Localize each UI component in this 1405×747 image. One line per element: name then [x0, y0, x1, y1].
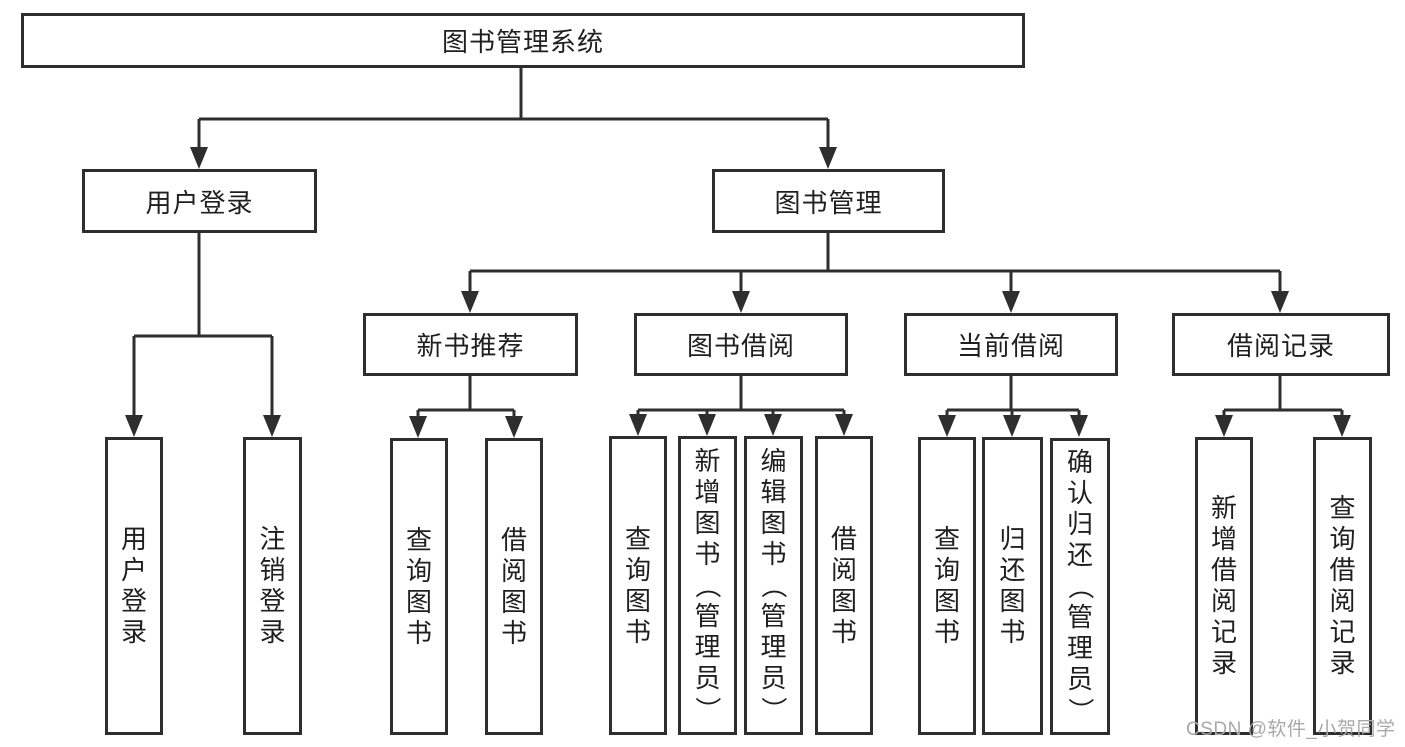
node-book-management: 图书管理	[712, 169, 945, 233]
node-book-borrowing: 图书借阅	[634, 313, 848, 376]
leaf-bb-query-books: 查询图书	[609, 436, 667, 735]
leaf-user-login-label: 用户登录	[120, 524, 147, 647]
node-user-login: 用户登录	[82, 169, 317, 233]
node-borrow-records: 借阅记录	[1172, 313, 1390, 376]
node-book-borrowing-label: 图书借阅	[686, 331, 795, 361]
leaf-cb-query-books: 查询图书	[918, 437, 976, 735]
node-user-login-label: 用户登录	[145, 187, 254, 218]
leaf-logout-login-label: 注销登录	[259, 524, 286, 647]
leaf-bb-add-books-admin-label: 新增图书（管理员）	[692, 446, 723, 723]
csdn-watermark: CSDN @软件_小贺同学	[1186, 719, 1396, 740]
leaf-cb-return-books: 归还图书	[982, 437, 1043, 735]
leaf-bb-borrow-books: 借阅图书	[815, 436, 873, 735]
node-root-label: 图书管理系统	[441, 27, 604, 57]
leaf-bb-add-books-admin: 新增图书（管理员）	[678, 436, 737, 735]
leaf-br-add-borrow-record-label: 新增借阅记录	[1210, 493, 1237, 678]
leaf-br-query-borrow-record: 查询借阅记录	[1313, 437, 1372, 735]
node-borrow-records-label: 借阅记录	[1226, 331, 1335, 361]
node-root-system: 图书管理系统	[21, 13, 1025, 68]
leaf-bb-borrow-books-label: 借阅图书	[830, 523, 857, 647]
leaf-bb-edit-books-admin-label: 编辑图书（管理员）	[758, 446, 789, 723]
leaf-nb-query-books-label: 查询图书	[405, 524, 432, 648]
leaf-cb-confirm-return-admin-label: 确认归还（管理员）	[1065, 447, 1096, 724]
leaf-nb-query-books: 查询图书	[390, 438, 448, 735]
leaf-cb-return-books-label: 归还图书	[999, 524, 1026, 647]
leaf-br-query-borrow-record-label: 查询借阅记录	[1329, 493, 1356, 678]
node-new-book-recommend: 新书推荐	[363, 313, 578, 376]
leaf-cb-query-books-label: 查询图书	[933, 524, 960, 647]
leaf-logout-login: 注销登录	[243, 437, 302, 735]
leaf-user-login: 用户登录	[105, 437, 163, 735]
node-book-management-label: 图书管理	[774, 187, 883, 218]
node-current-borrowing: 当前借阅	[904, 313, 1118, 376]
leaf-bb-edit-books-admin: 编辑图书（管理员）	[744, 436, 803, 735]
node-current-borrowing-label: 当前借阅	[956, 331, 1065, 361]
node-new-book-recommend-label: 新书推荐	[416, 331, 525, 361]
leaf-br-add-borrow-record: 新增借阅记录	[1195, 437, 1253, 735]
leaf-nb-borrow-books-label: 借阅图书	[500, 524, 527, 648]
leaf-bb-query-books-label: 查询图书	[624, 523, 651, 647]
leaf-cb-confirm-return-admin: 确认归还（管理员）	[1050, 438, 1110, 735]
leaf-nb-borrow-books: 借阅图书	[485, 438, 543, 735]
